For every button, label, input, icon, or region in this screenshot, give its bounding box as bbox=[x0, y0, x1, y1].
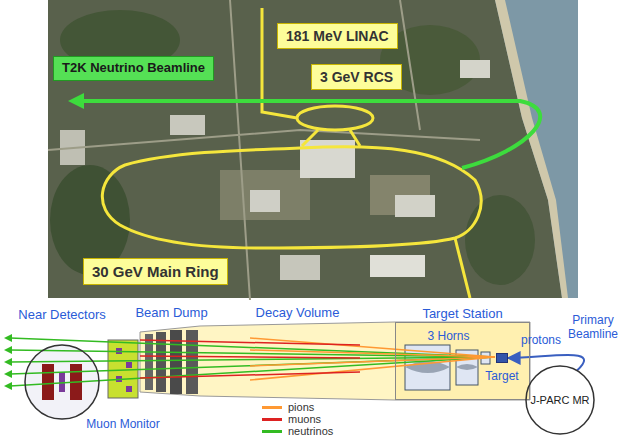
node-label: 3 GeV RCS bbox=[320, 69, 393, 85]
field bbox=[220, 170, 310, 220]
beamline-arrowhead bbox=[68, 93, 84, 109]
legend-row: neutrinos bbox=[262, 425, 333, 437]
node-label: 181 MeV LINAC bbox=[286, 28, 389, 44]
target-station-fill bbox=[395, 322, 530, 400]
node-label: 30 GeV Main Ring bbox=[92, 263, 219, 280]
circle-outline bbox=[24, 344, 100, 420]
horn-conductor bbox=[456, 364, 478, 370]
target-station: Target Station3 HornsTarget bbox=[395, 322, 530, 400]
beamline-name: Primary Beamline bbox=[565, 314, 621, 342]
muon-line bbox=[140, 372, 360, 378]
node-label: Near Detectors bbox=[18, 308, 105, 323]
facility-label: 30 GeV Main Ring bbox=[83, 258, 228, 285]
arrowhead bbox=[4, 334, 12, 342]
node-label: J-PARC MR bbox=[530, 394, 589, 407]
forest bbox=[465, 195, 535, 285]
beamline-label: T2K Neutrino Beamline bbox=[53, 56, 214, 81]
legend-row: muons bbox=[262, 413, 333, 425]
main-ring bbox=[102, 147, 481, 248]
beam-dump-block bbox=[145, 334, 153, 390]
legend-swatch bbox=[262, 418, 282, 421]
muon-lines bbox=[140, 340, 360, 378]
target: Target bbox=[496, 353, 508, 363]
node-label: Muon Monitor bbox=[86, 418, 159, 432]
muon-sensor bbox=[126, 362, 132, 368]
near-detector-circle: Near Detectors bbox=[24, 344, 100, 420]
node-label: 3 Horns bbox=[427, 330, 469, 344]
aerial-photo bbox=[48, 0, 578, 298]
muon-monitor: Muon Monitor bbox=[108, 340, 138, 398]
building bbox=[170, 115, 205, 135]
neutrino-line bbox=[10, 338, 495, 357]
building bbox=[280, 255, 320, 280]
detector bbox=[42, 364, 54, 400]
pion-line bbox=[250, 350, 495, 357]
beam-dump-block bbox=[186, 330, 198, 394]
building bbox=[250, 190, 280, 212]
transfer-line bbox=[302, 130, 360, 146]
node-label: Beam Dump bbox=[135, 306, 207, 321]
beam-dump-block bbox=[170, 330, 182, 394]
facility-label: 181 MeV LINAC bbox=[277, 23, 398, 49]
neutrino-heads bbox=[4, 334, 12, 390]
circle-shape bbox=[526, 366, 594, 434]
facility-label: 3 GeV RCS bbox=[311, 64, 402, 90]
decay-volume: Decay Volume bbox=[200, 324, 395, 398]
legend-swatch bbox=[262, 430, 282, 433]
horn-group: 3 Horns bbox=[406, 346, 491, 366]
main-ring-circle: J-PARC MR bbox=[525, 365, 595, 435]
node-label: T2K Neutrino Beamline bbox=[62, 61, 205, 76]
building bbox=[370, 255, 425, 277]
pion-line bbox=[250, 357, 495, 380]
arrowhead bbox=[4, 382, 12, 390]
rcs-ring bbox=[297, 106, 373, 130]
arrowhead bbox=[4, 346, 12, 354]
legend-text: pions bbox=[288, 401, 314, 413]
arrowhead bbox=[4, 370, 12, 378]
beam-label: protons bbox=[521, 334, 561, 348]
neutrino-lines bbox=[10, 338, 495, 386]
neutrino-line bbox=[10, 357, 495, 386]
beam-dump: Beam Dump bbox=[143, 328, 200, 396]
muon-line bbox=[140, 340, 360, 345]
legend: pionsmuonsneutrinos bbox=[262, 401, 333, 437]
legend-swatch bbox=[262, 406, 282, 409]
legend-text: neutrinos bbox=[288, 425, 333, 437]
pion-line bbox=[250, 357, 495, 366]
muon-line bbox=[140, 356, 360, 358]
legend-text: muons bbox=[288, 413, 321, 425]
muon-sensor bbox=[126, 386, 132, 392]
neutrino-beamline bbox=[82, 101, 540, 168]
extraction-line bbox=[455, 238, 470, 298]
building bbox=[460, 60, 490, 78]
detector bbox=[59, 372, 65, 392]
legend-row: pions bbox=[262, 401, 333, 413]
decay-volume-shape bbox=[140, 322, 530, 400]
circle-shape bbox=[25, 345, 99, 419]
building bbox=[395, 195, 435, 217]
arrowhead bbox=[4, 358, 12, 366]
node-label: Target Station bbox=[422, 307, 502, 322]
node-label: Target bbox=[485, 370, 518, 384]
node-label: Decay Volume bbox=[256, 306, 340, 321]
